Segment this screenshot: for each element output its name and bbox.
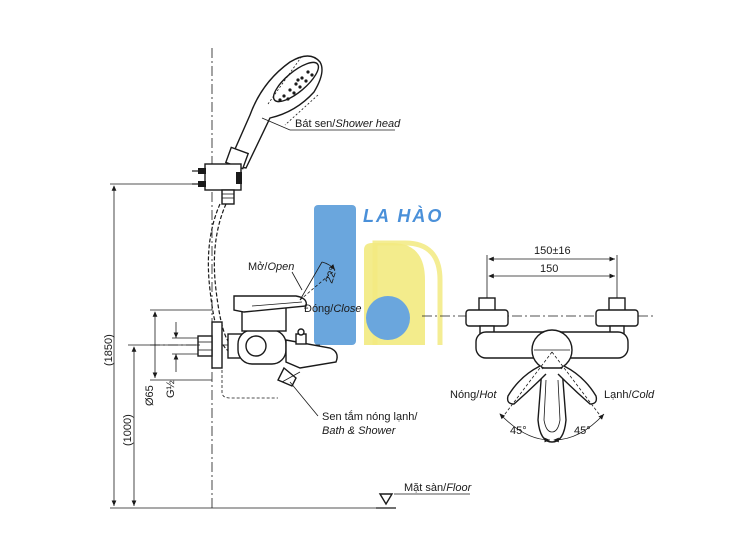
hot-label: Nóng/Hot bbox=[450, 389, 497, 401]
thread-label: G½ bbox=[165, 380, 177, 398]
watermark-logo: LA HÀO bbox=[314, 205, 443, 345]
lever-open-line bbox=[299, 269, 336, 301]
total-height-label: (1850) bbox=[103, 334, 115, 366]
wall-bracket bbox=[192, 163, 242, 205]
logo-text: LA HÀO bbox=[363, 205, 443, 226]
mixer-front-view bbox=[422, 255, 655, 443]
angle-left-label: 45° bbox=[510, 425, 527, 437]
shower-head-leader bbox=[261, 117, 291, 131]
floor-symbol bbox=[376, 493, 470, 509]
logo-blue-bar bbox=[314, 205, 356, 345]
mixer-side-view bbox=[150, 295, 338, 399]
spacing-tolerance-label: 150±16 bbox=[534, 245, 571, 257]
cold-label: Lạnh/Cold bbox=[604, 389, 655, 401]
logo-yellow-stripe bbox=[372, 240, 443, 345]
mixer-height-label: (1000) bbox=[122, 414, 134, 446]
bath-shower-label-1: Sen tắm nóng lạnh/ bbox=[322, 410, 418, 423]
floor-label: Mặt sàn/Floor bbox=[404, 482, 473, 494]
close-label: Đóng/Close bbox=[304, 303, 361, 315]
diameter-label: Ø65 bbox=[144, 385, 156, 406]
open-label: Mở/Open bbox=[248, 261, 294, 273]
height-dimensions bbox=[110, 183, 380, 509]
shower-head-label: Bát sen/Shower head bbox=[295, 118, 401, 130]
lever-angle-label: 22° bbox=[323, 265, 340, 285]
bath-shower-leader bbox=[289, 381, 319, 417]
logo-blue-circle bbox=[366, 296, 410, 340]
bath-shower-label-2: Bath & Shower bbox=[322, 425, 397, 437]
spacing-label: 150 bbox=[540, 263, 558, 275]
shower-head-drawing bbox=[224, 55, 323, 170]
shower-hose bbox=[213, 203, 233, 346]
angle-right-label: 45° bbox=[574, 425, 591, 437]
